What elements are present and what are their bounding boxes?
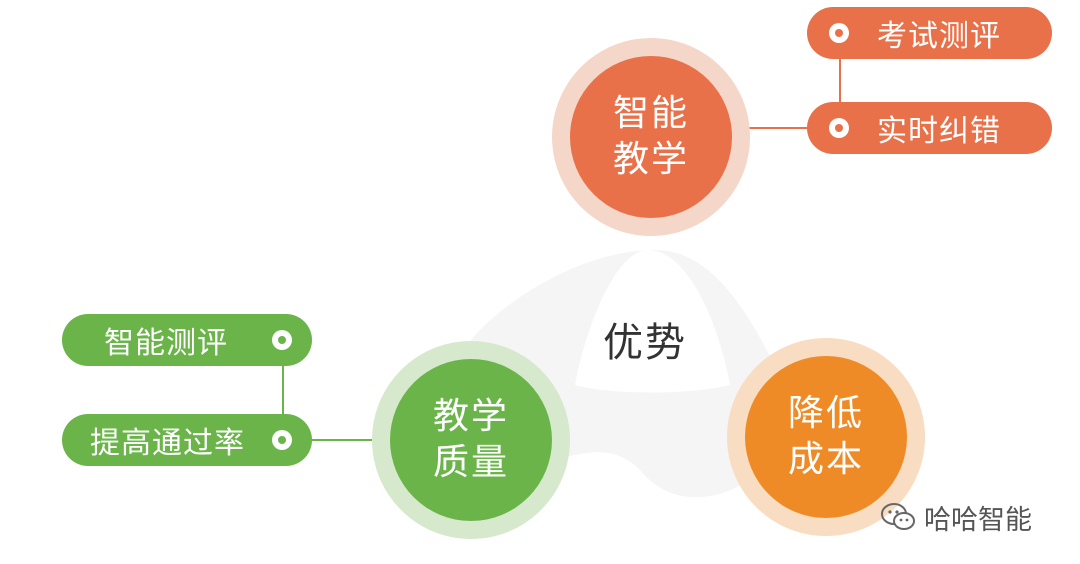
brand-name: 哈哈智能	[924, 504, 1032, 536]
node-quality: 教学 质量	[390, 359, 552, 521]
node-cost-line2: 成本	[787, 439, 864, 480]
bullet-icon	[272, 330, 292, 350]
node-teaching-line2: 教学	[612, 139, 689, 180]
branch-smart-assessment-label: 智能测评	[104, 326, 228, 361]
node-teaching-line1: 智能	[612, 93, 689, 134]
brand-watermark: 哈哈智能	[880, 495, 1032, 539]
branch-pass-rate-label: 提高通过率	[90, 426, 245, 461]
bullet-icon	[829, 118, 849, 138]
node-quality-line1: 教学	[432, 396, 509, 437]
node-teaching: 智能 教学	[570, 56, 732, 218]
branch-exam-assessment-label: 考试测评	[877, 19, 1001, 54]
center-triangle	[575, 250, 730, 393]
wechat-icon	[881, 503, 915, 530]
branch-pass-rate: 提高通过率	[62, 414, 312, 466]
branch-exam-assessment: 考试测评	[807, 7, 1052, 59]
node-quality-line2: 质量	[432, 442, 509, 483]
center-label: 优势	[603, 320, 687, 366]
bullet-icon	[272, 430, 292, 450]
bullet-icon	[829, 23, 849, 43]
branch-realtime-correction: 实时纠错	[807, 102, 1052, 154]
node-cost: 降低 成本	[745, 356, 907, 518]
node-cost-line1: 降低	[787, 393, 864, 434]
branch-smart-assessment: 智能测评	[62, 314, 312, 366]
branch-realtime-correction-label: 实时纠错	[877, 114, 1001, 149]
